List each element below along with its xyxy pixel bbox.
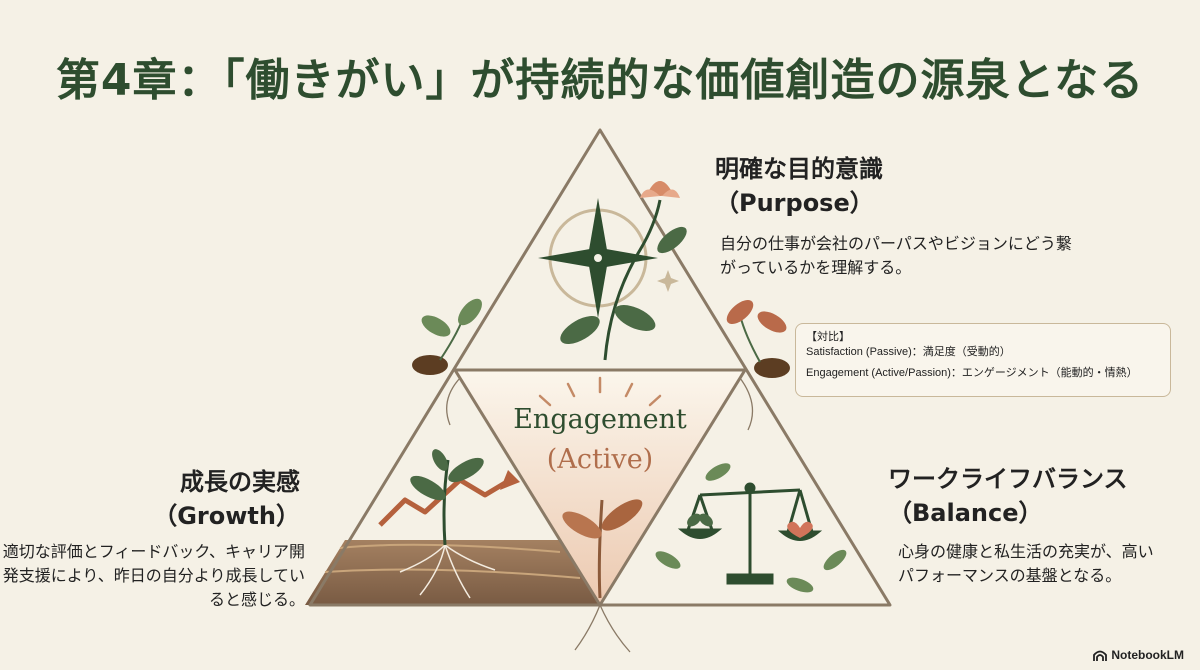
triangle-frame [308,128,892,607]
right-vine-icon [655,463,847,593]
notebooklm-brand: NotebookLM [1093,648,1184,662]
purpose-description: 自分の仕事が会社のパーパスやビジョンにどう繋がっているかを理解する。 [720,234,1072,277]
purpose-subtitle: （Purpose） [715,189,874,217]
growth-subtitle: （Growth） [153,502,300,530]
notebooklm-logo-icon [1093,650,1108,661]
engagement-main: Engagement [513,404,687,435]
page-title: 第4章：「働きがい」が持続的な価値創造の源泉となる [55,55,1145,106]
growth-description: 適切な評価とフィードバック、キャリア開発支援により、昨日の自分より成長していると… [2,542,305,609]
balance-title: ワークライフバランス （Balance） [888,462,1128,530]
purpose-title: 明確な目的意識 （Purpose） [715,152,883,220]
right-seedling-icon [726,300,790,378]
flowering-plant-icon [560,181,687,361]
growth-title-text: 成長の実感 [180,468,300,496]
balance-title-text: ワークライフバランス [888,465,1128,493]
balance-scale-icon [677,482,823,585]
roots-illustration [399,544,496,599]
comparison-callout: 【対比】 Satisfaction (Passive)：満足度（受動的） Eng… [795,323,1171,397]
engagement-sub: (Active) [546,444,654,475]
soil-layer [305,540,600,605]
light-rays [538,376,662,407]
compass-icon [538,198,658,318]
scale-sprout-icon [687,513,713,527]
sparkle-icon [657,270,679,292]
callout-heading: 【対比】 [806,331,850,343]
callout-line-engagement: Engagement (Active/Passion)：エンゲージメント（能動的… [806,367,1138,379]
callout-line-satisfaction: Satisfaction (Passive)：満足度（受動的） [806,346,1011,358]
center-triangle [455,370,745,605]
purpose-title-text: 明確な目的意識 [715,155,883,183]
growing-plant-icon [410,449,484,546]
heart-icon [787,521,813,538]
center-sprout-icon [562,499,643,599]
left-seedling-icon [412,298,482,375]
growth-title: 成長の実感 （Growth） [0,465,300,533]
brand-label: NotebookLM [1111,648,1184,662]
center-engagement-label: Engagement (Active) [470,400,730,480]
balance-description: 心身の健康と私生活の充実が、高いパフォーマンスの基盤となる。 [898,542,1154,585]
balance-subtitle: （Balance） [888,499,1043,527]
